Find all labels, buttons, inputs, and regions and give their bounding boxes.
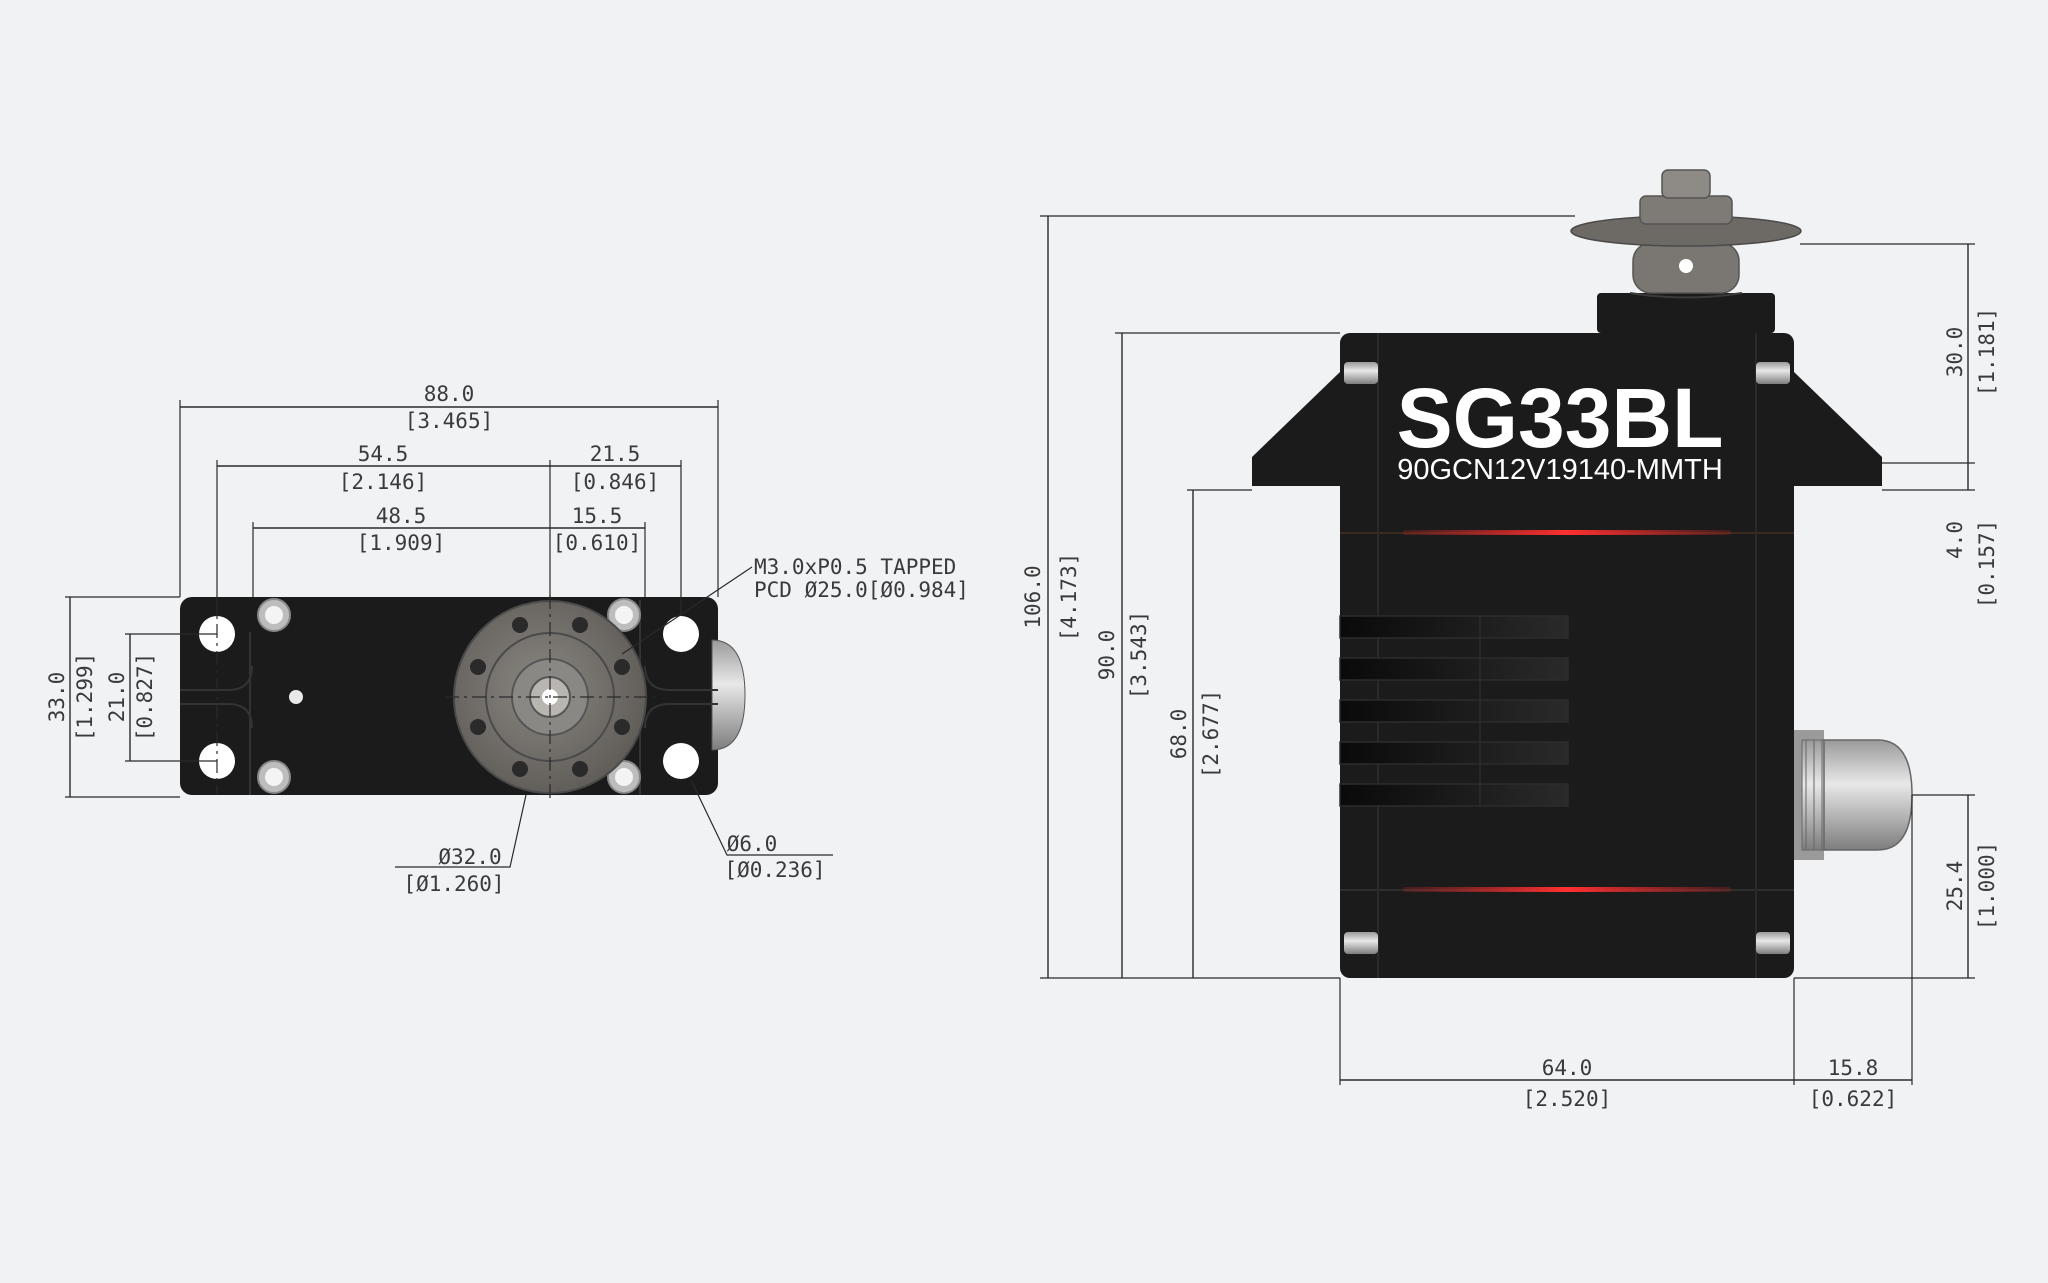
- screw: [607, 760, 641, 794]
- dim-hole-span-in: [2.146]: [339, 470, 428, 494]
- servo-body-side: [1340, 333, 1794, 978]
- dim-hole-span-mm: 54.5: [358, 442, 409, 466]
- top-view: 88.0 [3.465] 54.5 [2.146] 21.5 [0.846] 4…: [45, 382, 969, 896]
- dim-flange-thickness-mm: 4.0: [1943, 521, 1967, 559]
- dim-inner-span-mm: 48.5: [376, 504, 427, 528]
- screw: [1756, 932, 1790, 954]
- dim-width-mm: 88.0: [424, 382, 475, 406]
- side-view: SG33BL 90GCN12V19140-MMTH 106.0 [4.173] …: [1021, 169, 1999, 1111]
- dim-inner-offset-in: [0.610]: [553, 531, 642, 555]
- screw: [1344, 362, 1378, 384]
- cooling-fins: [1339, 615, 1569, 807]
- dim-flange-height-in: [2.677]: [1199, 690, 1223, 779]
- dim-inner-span-in: [1.909]: [357, 531, 446, 555]
- cable-bulge-top: [711, 639, 746, 751]
- dim-height-mm: 33.0: [45, 672, 69, 723]
- screw: [1344, 932, 1378, 954]
- shaft-base: [1597, 293, 1775, 333]
- dim-body-width-in: [2.520]: [1523, 1087, 1612, 1111]
- dim-total-height-in: [4.173]: [1057, 553, 1081, 642]
- dim-cable-height-in: [1.000]: [1975, 842, 1999, 931]
- horn-tapped-holes: [470, 617, 630, 777]
- dim-horn-offset-in: [0.846]: [571, 470, 660, 494]
- model-label: 90GCN12V19140-MMTH: [1397, 454, 1723, 486]
- dim-horn-offset-mm: 21.5: [590, 442, 641, 466]
- screw: [257, 598, 291, 632]
- dim-hole-dia-mm: Ø6.0: [727, 832, 778, 856]
- dim-shaft-height-in: [1.181]: [1975, 308, 1999, 397]
- dim-cable-depth-mm: 15.8: [1828, 1056, 1879, 1080]
- red-accent-line-top: [1403, 530, 1731, 535]
- dim-body-height-in: [3.543]: [1127, 611, 1151, 700]
- dim-horn-dia-mm: Ø32.0: [438, 845, 501, 869]
- cable-gland: [1794, 730, 1913, 860]
- tapped-note-line1: M3.0xP0.5 TAPPED: [754, 555, 956, 579]
- mount-hole: [663, 616, 699, 652]
- dim-cable-depth-in: [0.622]: [1809, 1087, 1898, 1111]
- dim-inner-offset-mm: 15.5: [572, 504, 623, 528]
- dim-shaft-height-mm: 30.0: [1943, 327, 1967, 378]
- screw: [1756, 362, 1790, 384]
- brand-label: SG33BL: [1397, 371, 1724, 465]
- dim-body-height-mm: 90.0: [1095, 630, 1119, 681]
- dim-flange-thickness-in: [0.157]: [1975, 520, 1999, 609]
- dim-total-height-mm: 106.0: [1021, 565, 1045, 628]
- dim-hole-pitch-mm: 21.0: [105, 672, 129, 723]
- screw: [257, 760, 291, 794]
- screw: [607, 598, 641, 632]
- dim-hole-dia-in: [Ø0.236]: [724, 858, 825, 882]
- red-accent-line-bottom: [1403, 887, 1731, 892]
- dim-hole-pitch-in: [0.827]: [133, 653, 157, 742]
- dim-cable-height-mm: 25.4: [1943, 861, 1967, 912]
- mount-hole: [663, 743, 699, 779]
- dim-width-in: [3.465]: [405, 409, 494, 433]
- dim-flange-height-mm: 68.0: [1167, 709, 1191, 760]
- dim-horn-dia-in: [Ø1.260]: [403, 872, 504, 896]
- tapped-note-line2: PCD Ø25.0[Ø0.984]: [754, 578, 969, 602]
- dim-body-width-mm: 64.0: [1542, 1056, 1593, 1080]
- dim-height-in: [1.299]: [73, 653, 97, 742]
